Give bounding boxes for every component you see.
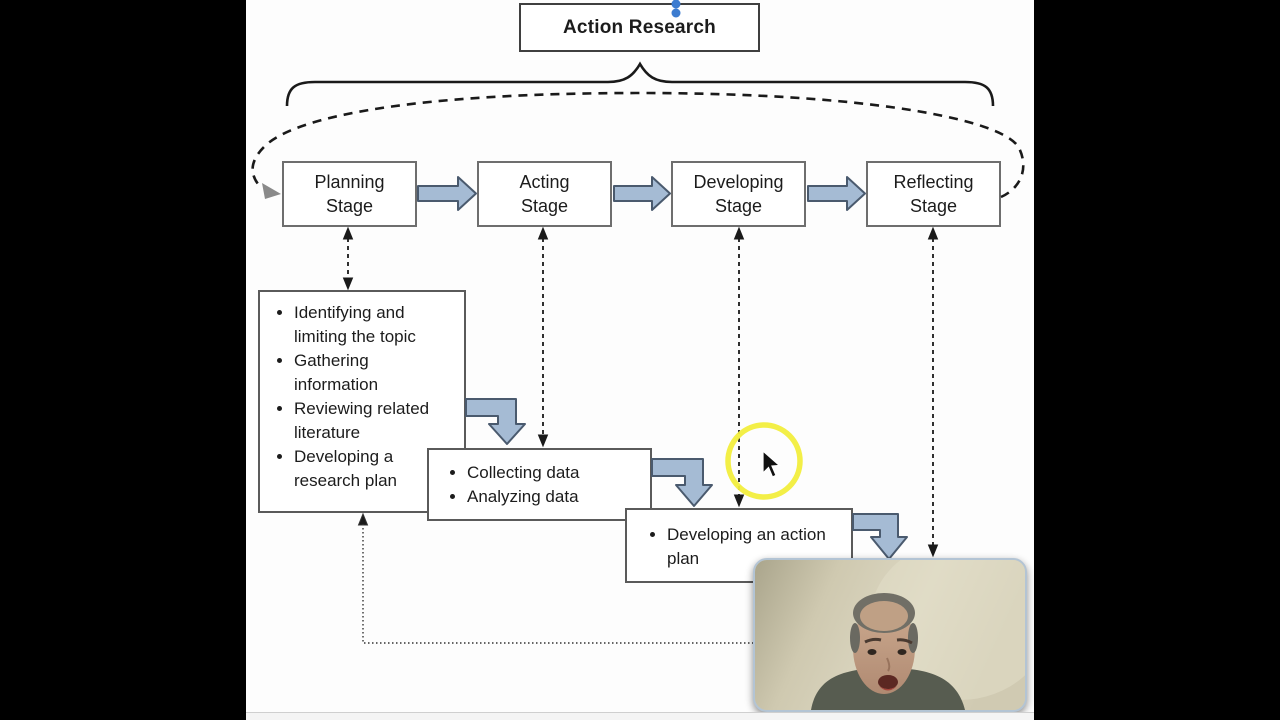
list-item: Reviewing related literature (294, 397, 454, 445)
stage-box-reflecting: Reflecting Stage (866, 161, 1001, 227)
presenter-nose (886, 657, 891, 672)
presenter-brow-left (864, 637, 882, 644)
presenter-eye-left (867, 649, 877, 655)
list-item: Identifying and limiting the topic (294, 301, 454, 349)
presenter-eye-right (897, 649, 907, 655)
letterbox-left (0, 0, 246, 720)
list-item: Gathering information (294, 349, 454, 397)
stage-box-planning: Planning Stage (282, 161, 417, 227)
presenter-mouth (878, 675, 898, 689)
planning-detail-box: Identifying and limiting the topic Gathe… (258, 290, 466, 513)
presenter-temple-right (908, 623, 918, 653)
presenter-brow-right (896, 638, 913, 645)
presenter-crown (860, 601, 908, 631)
presenter-temple-left (850, 623, 860, 653)
letterbox-right (1034, 0, 1280, 720)
presenter-lip (879, 686, 897, 691)
stage-box-developing: Developing Stage (671, 161, 806, 227)
page-title: Action Research (563, 16, 716, 38)
acting-detail-list: Collecting data Analyzing data (429, 450, 650, 509)
presenter-video (755, 560, 1025, 710)
list-item: Developing a research plan (294, 445, 454, 493)
title-box: Action Research (519, 3, 760, 52)
list-item: Analyzing data (467, 485, 642, 509)
webcam-overlay (753, 558, 1027, 712)
bottom-seam (246, 712, 1034, 720)
stage-box-acting: Acting Stage (477, 161, 612, 227)
acting-detail-box: Collecting data Analyzing data (427, 448, 652, 521)
list-item: Collecting data (467, 461, 642, 485)
planning-detail-list: Identifying and limiting the topic Gathe… (260, 292, 464, 493)
